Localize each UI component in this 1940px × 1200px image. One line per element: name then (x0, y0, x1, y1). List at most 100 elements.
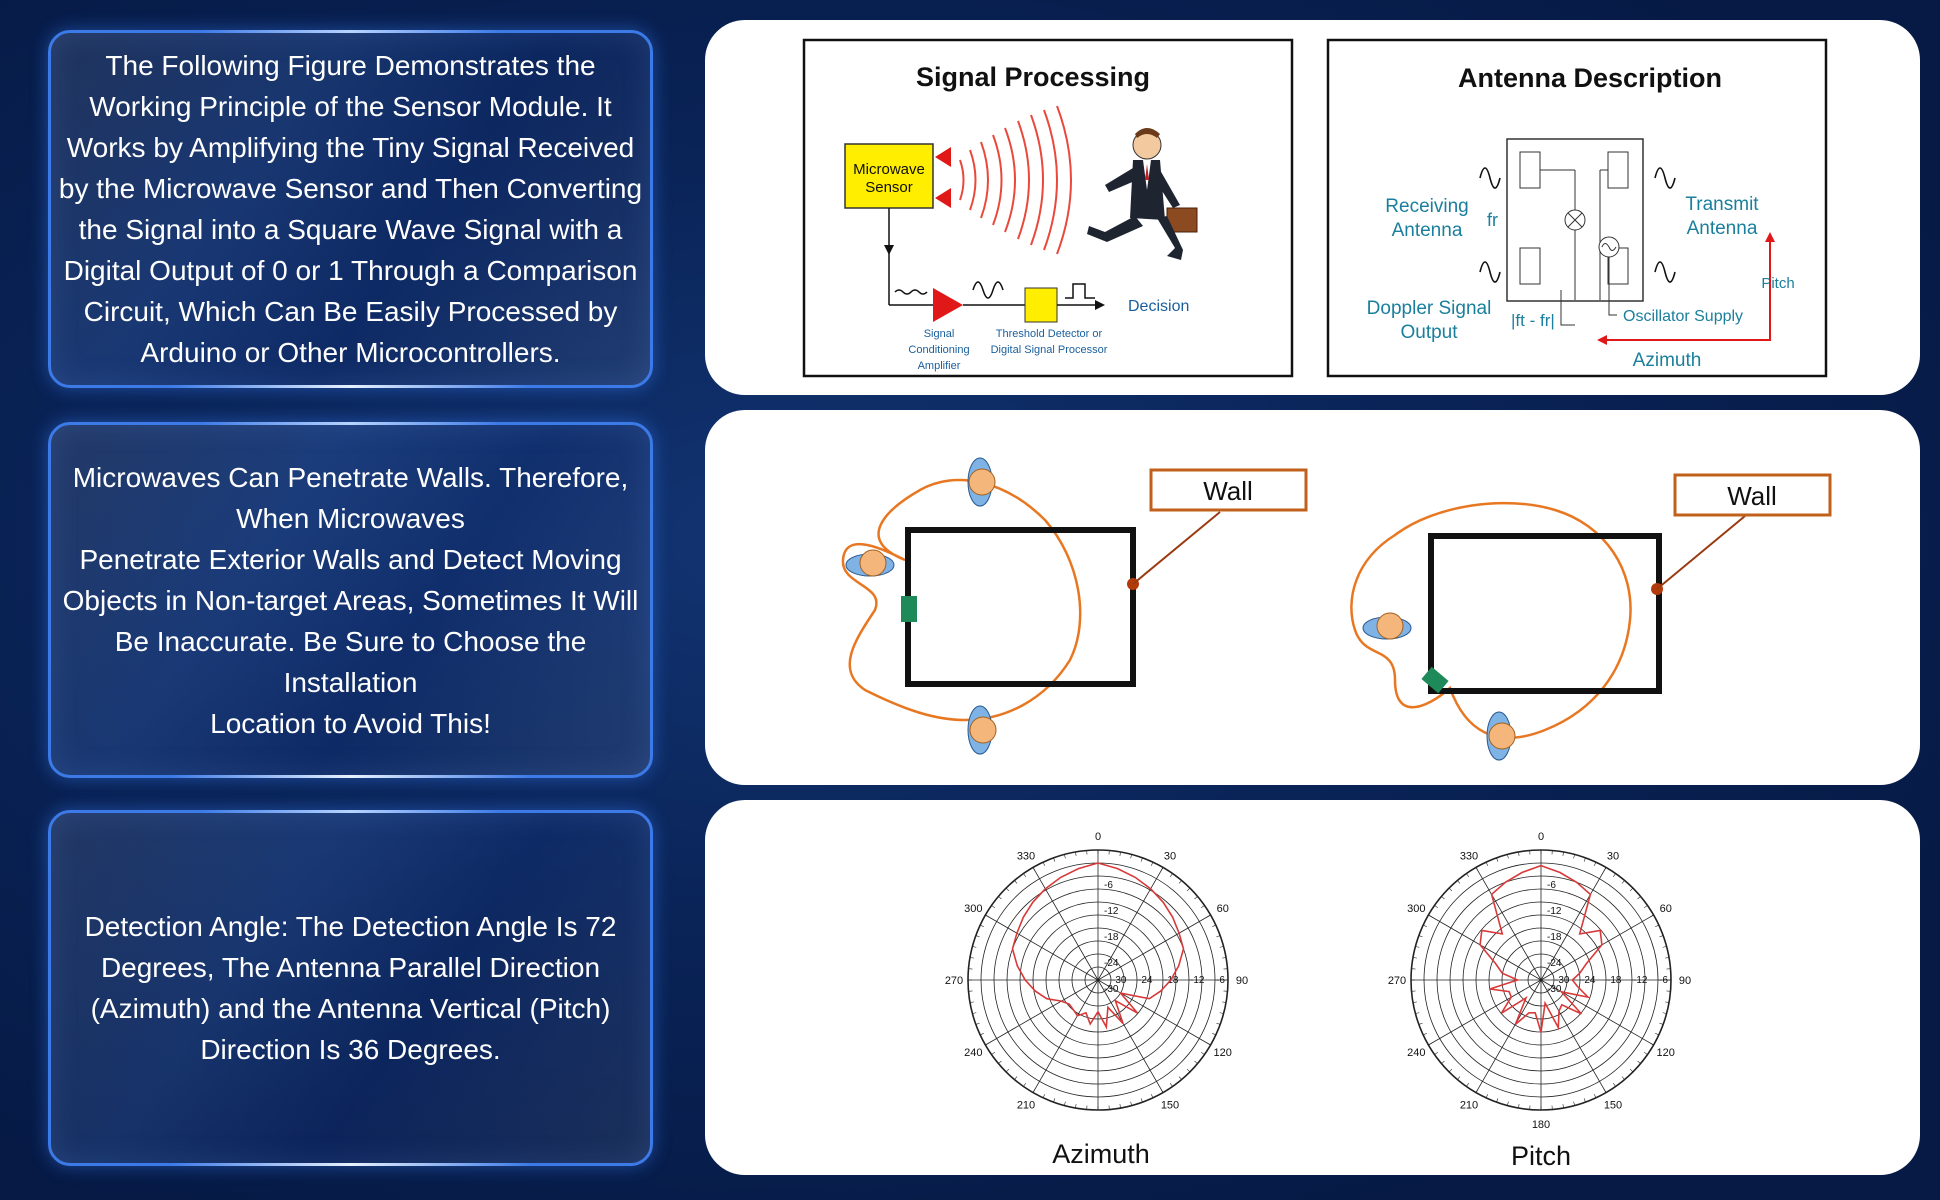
info-card-wall-penetration: Microwaves Can Penetrate Walls. Therefor… (48, 422, 653, 778)
polar-spoke (1428, 914, 1542, 981)
azimuth-caption: Azimuth (1052, 1139, 1150, 1169)
threshold-label: Digital Signal Processor (991, 344, 1108, 356)
angle-label: 60 (1660, 903, 1672, 915)
pitch-azimuth-arrow (1605, 240, 1771, 341)
angle-label: 330 (1460, 850, 1478, 862)
pitch-caption: Pitch (1511, 1141, 1571, 1171)
angle-label: 210 (1017, 1100, 1035, 1112)
ft-fr-label: |ft - fr| (1511, 311, 1555, 330)
angle-label: 240 (1407, 1047, 1425, 1059)
amplifier-icon (933, 288, 963, 322)
amp-label: Signal (924, 328, 955, 340)
angle-label: 300 (1407, 903, 1425, 915)
microwave-waves-icon (959, 105, 1072, 255)
angle-label: 270 (1388, 975, 1406, 987)
sensor-label: Microwave (853, 161, 925, 178)
ring-label: -12 (1547, 906, 1562, 917)
ring-label: -30 (1547, 984, 1562, 995)
person-icon (967, 457, 996, 507)
polar-spoke (1428, 979, 1542, 1046)
card-text: Microwaves Can Penetrate Walls. Therefor… (62, 461, 639, 739)
angle-label: 240 (964, 1047, 982, 1059)
receiving-label: Receiving (1385, 196, 1468, 217)
polar-spoke (1475, 867, 1542, 981)
ring-label: -6 (1659, 975, 1668, 986)
threshold-label: Threshold Detector or (996, 328, 1103, 340)
antenna-title: Antenna Description (1458, 63, 1722, 93)
receiving-label: Antenna (1392, 220, 1463, 241)
angle-label: 90 (1679, 975, 1691, 987)
pitch-label: Pitch (1761, 275, 1794, 292)
ring-label: -18 (1547, 932, 1562, 943)
ring-label: -18 (1104, 932, 1119, 943)
ring-label: -6 (1547, 880, 1556, 891)
angle-label: 150 (1604, 1100, 1622, 1112)
doppler-label: Doppler Signal (1367, 298, 1492, 319)
emitter-icon (935, 188, 951, 208)
polar-spoke (1032, 979, 1099, 1093)
ring-label: -24 (1581, 975, 1596, 986)
angle-label: 0 (1095, 831, 1101, 843)
antenna-module-outline (1506, 138, 1644, 302)
doppler-label: Output (1400, 322, 1458, 343)
fr-label: fr (1487, 210, 1498, 230)
sensor-left (901, 596, 917, 622)
polar-spoke (985, 914, 1099, 981)
card-text: The Following Figure Demonstrates the Wo… (58, 50, 643, 368)
angle-label: 210 (1460, 1100, 1478, 1112)
running-person-icon (1087, 128, 1198, 260)
wall-penetration-diagram: Wall Wall (841, 457, 1832, 761)
polar-spoke (1540, 979, 1607, 1093)
angle-label: 270 (945, 975, 963, 987)
transmit-label: Antenna (1687, 218, 1758, 239)
person-icon (1362, 612, 1412, 640)
ring-label: -12 (1104, 906, 1119, 917)
ring-label: -24 (1138, 975, 1153, 986)
wave-icons (1479, 167, 1676, 283)
ring-label: -18 (1607, 975, 1622, 986)
decision-label: Decision (1128, 298, 1189, 315)
angle-label: 180 (1532, 1119, 1550, 1131)
panel-working-principle: Signal Processing Microwave Sensor (705, 20, 1920, 395)
polar-spoke (1097, 914, 1211, 981)
ring-label: -30 (1112, 975, 1127, 986)
amp-label: Amplifier (918, 360, 961, 372)
oscillator-label: Oscillator Supply (1623, 308, 1743, 325)
angle-label: 0 (1538, 831, 1544, 843)
ring-label: -12 (1190, 975, 1205, 986)
angle-label: 90 (1236, 975, 1248, 987)
azimuth-polar-chart: 0306090120150210240270300330-6-12-18-24-… (945, 831, 1248, 1112)
transmit-label: Transmit (1685, 194, 1759, 215)
radiation-pattern-curve (1011, 862, 1185, 1030)
ring-label: -24 (1547, 958, 1562, 969)
wall-label-box-left (1149, 468, 1308, 512)
polar-spoke (1540, 914, 1654, 981)
info-card-working-principle: The Following Figure Demonstrates the Wo… (48, 30, 653, 388)
sensor-label: Sensor (865, 179, 913, 196)
amp-label: Conditioning (908, 344, 969, 356)
ring-label: -24 (1104, 958, 1119, 969)
ring-label: -30 (1104, 984, 1119, 995)
person-icon (1486, 711, 1516, 761)
polar-spoke (1097, 867, 1164, 981)
threshold-detector-box (1024, 287, 1058, 323)
signal-processing-title: Signal Processing (916, 62, 1150, 92)
radiation-pattern-curve (1479, 864, 1603, 1033)
polar-spoke (1475, 979, 1542, 1093)
angle-label: 120 (1214, 1047, 1232, 1059)
polar-spoke (1097, 979, 1164, 1093)
microwave-sensor-box (844, 143, 934, 209)
ring-label: -12 (1633, 975, 1648, 986)
angle-label: 120 (1657, 1047, 1675, 1059)
ring-label: -18 (1164, 975, 1179, 986)
person-icon (845, 549, 895, 577)
sensor-right (1421, 666, 1449, 694)
angle-label: 30 (1164, 850, 1176, 862)
angle-label: 150 (1161, 1100, 1179, 1112)
room-left (905, 527, 1136, 687)
angle-label: 300 (964, 903, 982, 915)
panel-wall-penetration: Wall Wall (705, 410, 1920, 785)
polar-patterns: 0306090120150210240270300330-6-12-18-24-… (945, 831, 1691, 1171)
polar-spoke (1032, 867, 1099, 981)
